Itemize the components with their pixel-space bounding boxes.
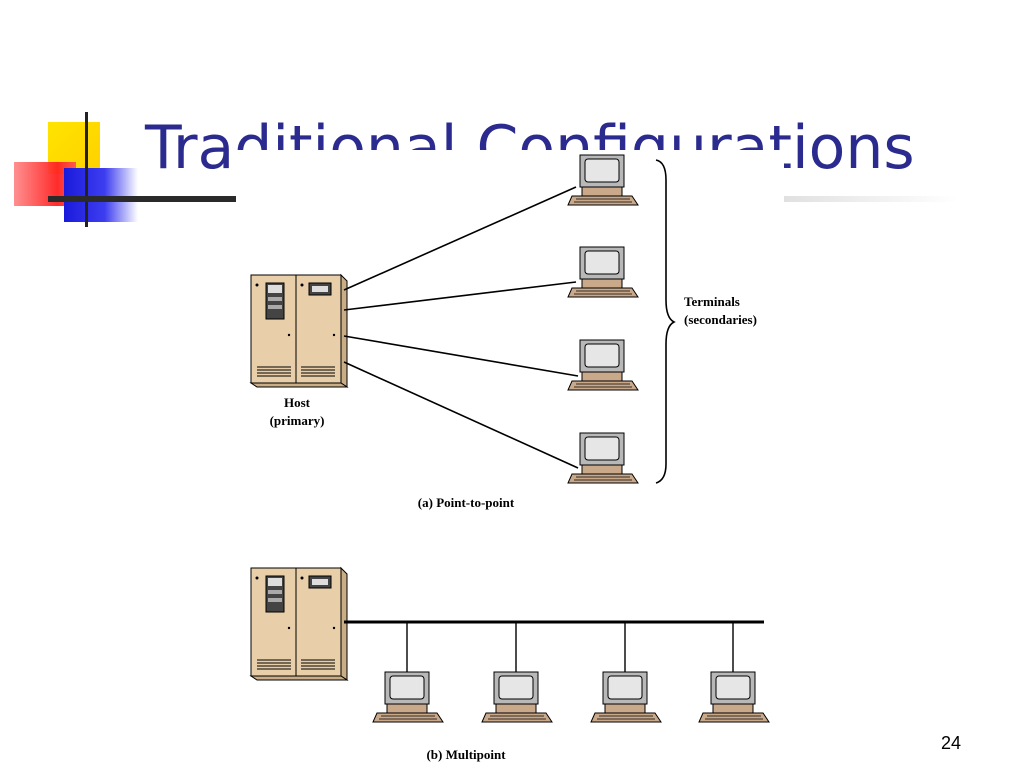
terminal-2 [567,246,639,298]
terminal-3 [567,339,639,391]
point-to-point-section: Terminals (secondaries) Host (primary) (… [250,154,757,510]
multipoint-terminal-2 [481,671,553,723]
host-label-line1: Host [284,395,311,410]
point-to-point-links [343,186,579,469]
point-to-point-caption: (a) Point-to-point [418,495,515,510]
configuration-diagram: Terminals (secondaries) Host (primary) (… [250,154,770,762]
slide-number: 24 [941,733,962,753]
host-computer-multipoint [250,567,348,681]
host-label-line2: (primary) [270,413,325,428]
multipoint-drops [406,622,734,672]
host-computer-primary [250,274,348,388]
terminal-1 [567,154,639,206]
multipoint-caption: (b) Multipoint [426,747,506,762]
configuration-figure: Terminals (secondaries) Host (primary) (… [236,150,784,768]
multipoint-terminal-4 [698,671,770,723]
decoration-vertical-line [85,112,88,227]
multipoint-section: (b) Multipoint [250,567,770,762]
multipoint-terminal-3 [590,671,662,723]
terminals-brace [655,159,676,484]
terminals-label-line2: (secondaries) [684,312,757,327]
multipoint-terminal-1 [372,671,444,723]
terminals-label-line1: Terminals [684,294,740,309]
decoration-blue-square [64,168,138,222]
terminal-4 [567,432,639,484]
